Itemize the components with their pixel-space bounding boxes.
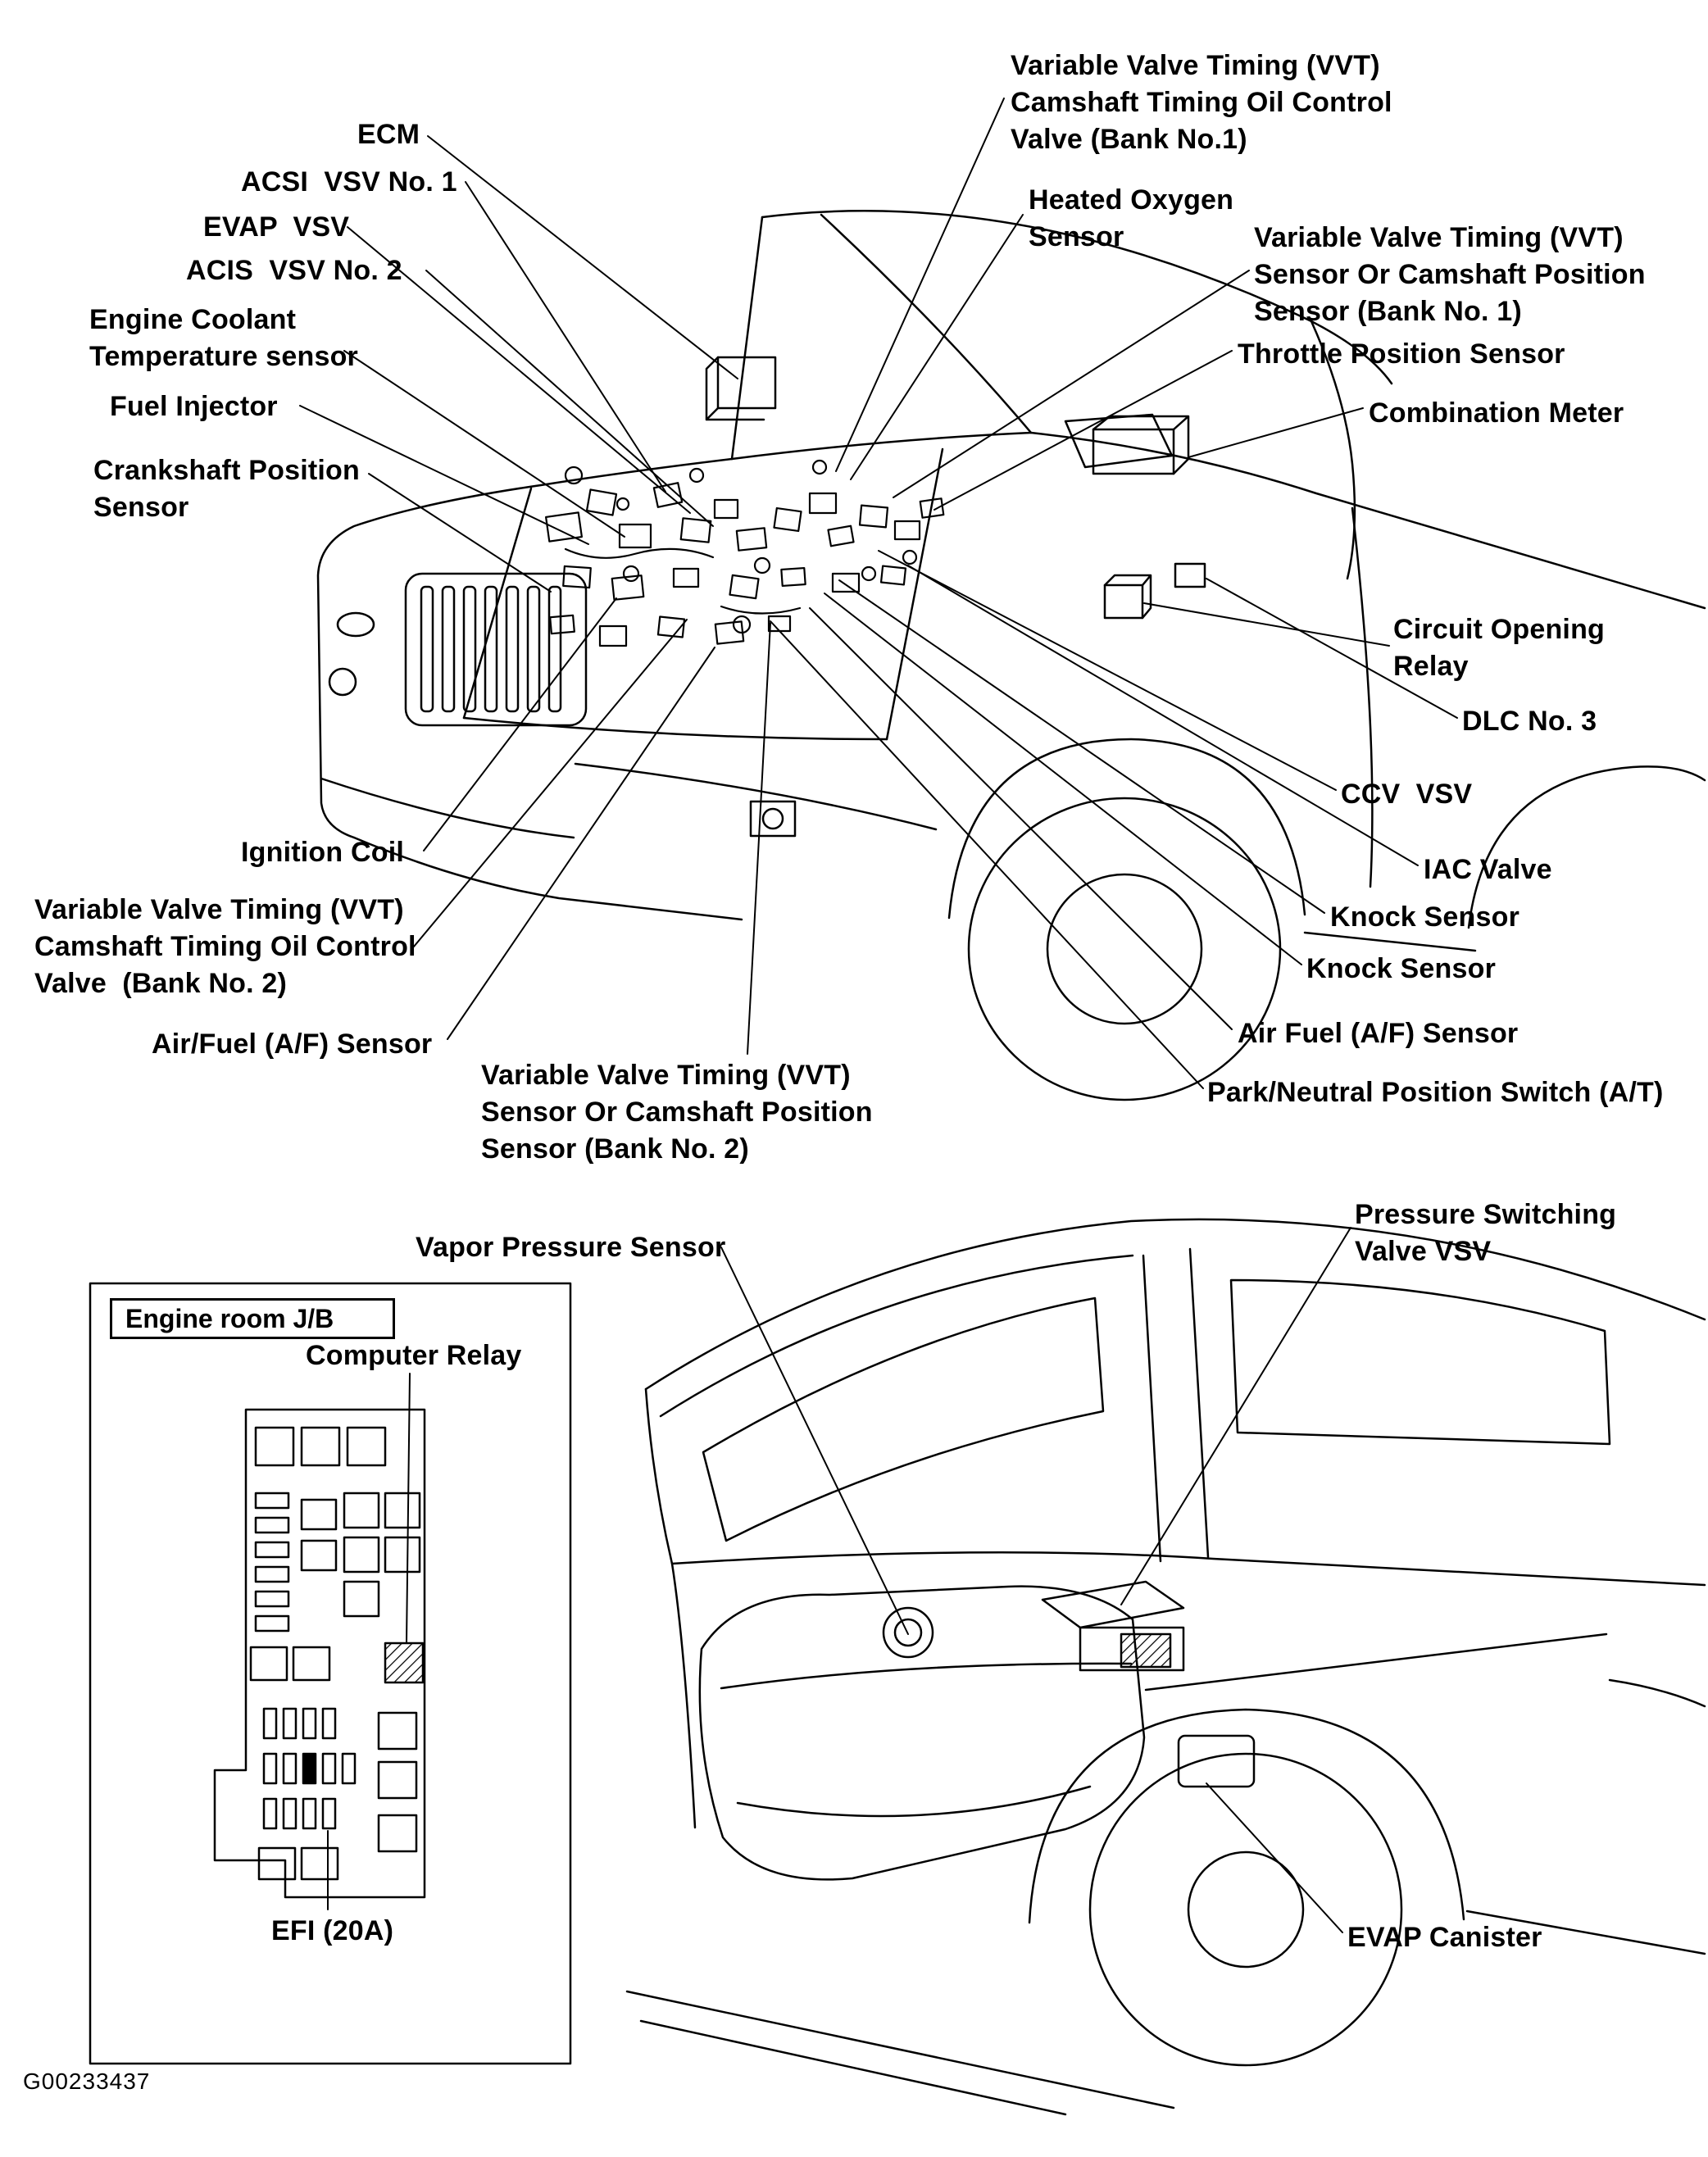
label-acis-vsv-2: ACIS VSV No. 2 (186, 255, 402, 286)
leader-vvt-valve-bank1 (835, 98, 1005, 472)
label-dlc-3: DLC No. 3 (1462, 706, 1597, 737)
label-vvt-valve-bank2: Variable Valve Timing (VVT) Camshaft Tim… (34, 894, 416, 999)
label-knock-sensor-2: Knock Sensor (1306, 953, 1497, 984)
engine-room-jb-box: Engine room J/B (110, 1298, 395, 1339)
circuit-opening-relay-part (1103, 574, 1152, 620)
dlc-part (1174, 562, 1206, 588)
leader-engine-coolant (343, 350, 625, 538)
leader-throttle-position (933, 350, 1233, 511)
label-vvt-sensor-bank2: Variable Valve Timing (VVT) Sensor Or Ca… (481, 1060, 873, 1165)
leader-ccv-vsv (878, 550, 1337, 791)
leader-vvt-valve-bank2 (413, 619, 688, 947)
label-vvt-sensor-bank1: Variable Valve Timing (VVT) Sensor Or Ca… (1254, 222, 1646, 327)
leader-park-neutral (770, 620, 1204, 1089)
leader-dlc-3 (1206, 578, 1458, 719)
leader-lines-engine (299, 98, 1458, 1089)
computer-relay-part (384, 1642, 425, 1684)
label-fuel-injector: Fuel Injector (110, 391, 278, 422)
leader-iac-valve (907, 565, 1419, 866)
label-crankshaft-position: Crankshaft Position Sensor (93, 455, 360, 523)
leader-evap-canister (1206, 1782, 1343, 1933)
leader-crankshaft (368, 473, 552, 593)
label-throttle-position: Throttle Position Sensor (1238, 338, 1565, 370)
label-af-sensor-right: Air Fuel (A/F) Sensor (1238, 1018, 1519, 1049)
combination-meter-part (1092, 415, 1190, 475)
leader-circuit-opening-relay (1143, 602, 1390, 647)
fuel-tank-part (698, 1585, 1146, 1881)
label-engine-coolant: Engine Coolant Temperature sensor (89, 304, 358, 372)
efi-fuse-part (321, 1797, 337, 1830)
leader-computer-relay (406, 1373, 411, 1644)
label-evap-vsv: EVAP VSV (203, 211, 350, 243)
label-af-sensor-left: Air/Fuel (A/F) Sensor (152, 1029, 433, 1060)
label-knock-sensor-1: Knock Sensor (1330, 901, 1520, 933)
evap-canister-part (1177, 1734, 1256, 1788)
under-bay-sensor-part (749, 800, 797, 838)
label-ignition-coil: Ignition Coil (241, 837, 404, 868)
engine-room-jb-title: Engine room J/B (125, 1303, 334, 1333)
leader-af-sensor-right (809, 607, 1233, 1030)
figure-code: G00233437 (23, 2068, 151, 2094)
leader-acsi-vsv-1 (465, 181, 666, 493)
leader-vvt-sensor-bank1 (893, 270, 1250, 498)
label-vvt-valve-bank1: Variable Valve Timing (VVT) Camshaft Tim… (1011, 50, 1392, 155)
suv-rear-illustration (625, 1218, 1706, 2116)
label-ccv-vsv: CCV VSV (1341, 779, 1473, 810)
label-iac-valve: IAC Valve (1424, 854, 1552, 885)
leader-fuel-injector (299, 405, 589, 545)
leader-vvt-sensor-bank2 (747, 622, 771, 1055)
leader-knock-sensor-1 (838, 579, 1325, 914)
label-circuit-opening-relay: Circuit Opening Relay (1393, 614, 1605, 682)
leader-af-sensor-left (447, 647, 715, 1040)
label-computer-relay: Computer Relay (306, 1340, 522, 1371)
label-evap-canister: EVAP Canister (1347, 1922, 1542, 1953)
label-park-neutral-switch: Park/Neutral Position Switch (A/T) (1207, 1077, 1664, 1108)
pressure-switching-vsv-part (1041, 1580, 1185, 1672)
label-vapor-pressure: Vapor Pressure Sensor (416, 1232, 726, 1263)
label-ecm: ECM (357, 119, 420, 150)
leader-ecm (427, 135, 738, 379)
ecm-part (705, 356, 777, 421)
leader-pressure-switching (1120, 1227, 1351, 1605)
label-combination-meter: Combination Meter (1369, 397, 1624, 429)
label-efi-fuse: EFI (20A) (271, 1915, 394, 1946)
fuse-box-frame (89, 1282, 572, 2065)
leader-evap-vsv (347, 226, 691, 514)
label-pressure-switching: Pressure Switching Valve VSV (1355, 1199, 1617, 1267)
leader-heated-oxygen (850, 214, 1024, 480)
leader-ignition-coil (423, 597, 617, 851)
leader-vapor-pressure (720, 1247, 909, 1635)
leader-knock-sensor-2 (824, 593, 1302, 965)
label-acsi-vsv-1: ACSI VSV No. 1 (241, 166, 457, 198)
engine-components (545, 356, 945, 647)
fuse-box-illustration (89, 1282, 572, 2065)
leader-acis-vsv-2 (425, 270, 714, 527)
leader-combination-meter (1188, 407, 1364, 458)
label-heated-oxygen: Heated Oxygen Sensor (1029, 184, 1234, 252)
